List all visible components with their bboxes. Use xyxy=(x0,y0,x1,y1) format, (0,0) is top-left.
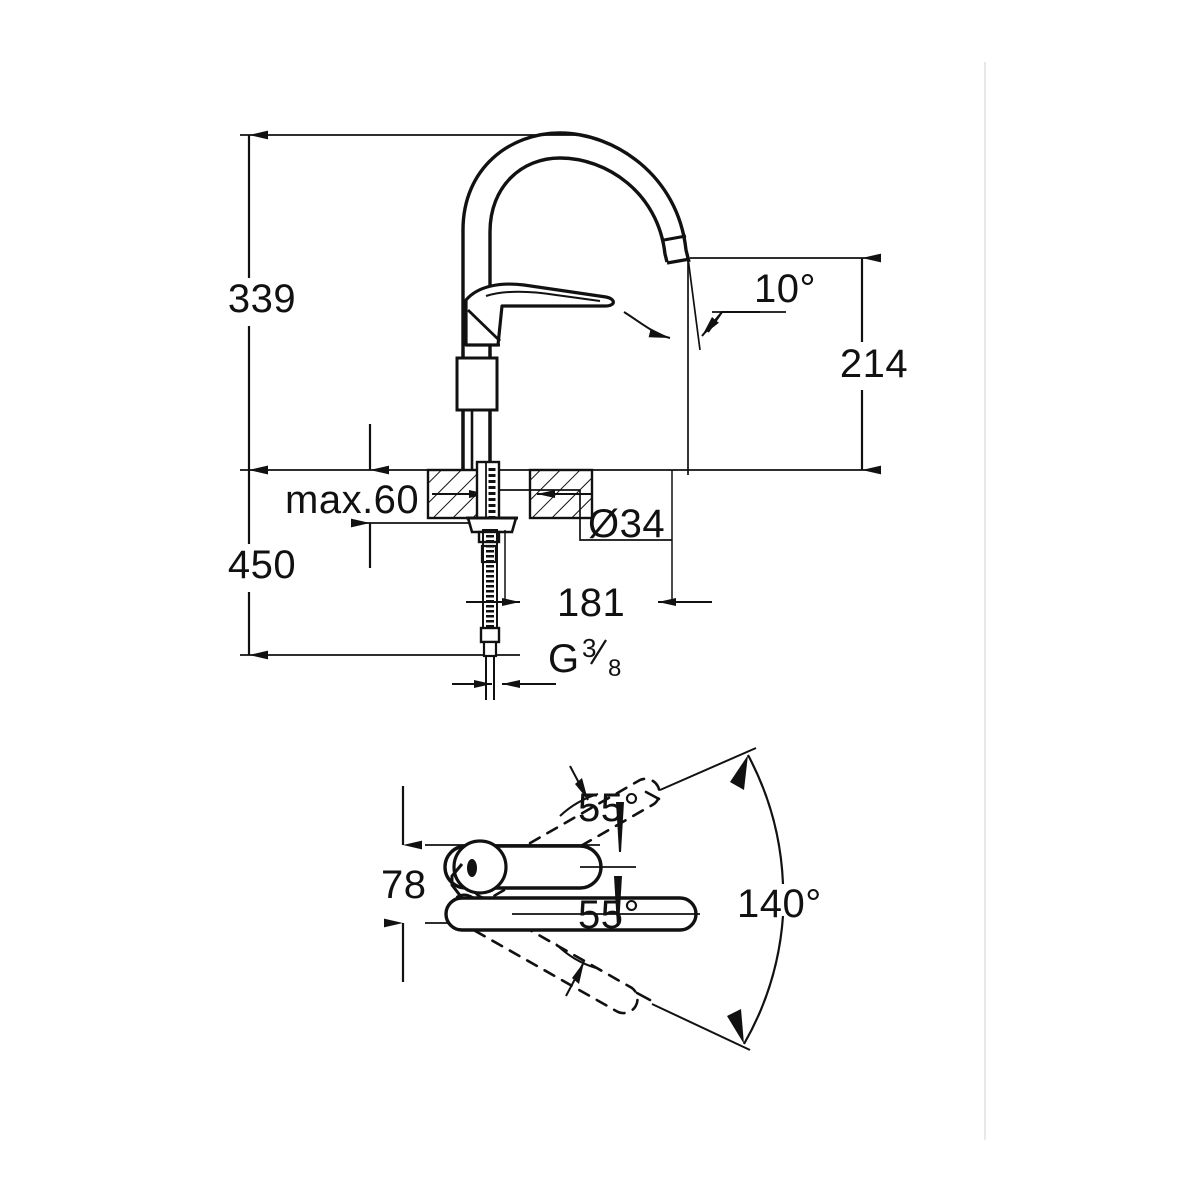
dim-label-55-lower: 55° xyxy=(578,893,640,937)
dim-label-thread-denominator: 8 xyxy=(608,655,621,682)
faucet-lever-handle xyxy=(464,282,615,347)
side-elevation-view: 339 450 max.60 xyxy=(212,130,928,700)
dim-label-max60: max.60 xyxy=(285,478,419,522)
dimension-hose-length: 450 xyxy=(212,465,312,660)
dimension-total-height: 339 xyxy=(212,130,312,475)
dim-label-d34: Ø34 xyxy=(588,502,665,546)
dimension-outlet-angle: 10° xyxy=(623,257,816,475)
dimension-swivel-upper: 55° xyxy=(559,765,640,852)
dim-label-thread-numerator: 3 xyxy=(582,633,596,663)
dimension-spout-reach: 181 xyxy=(466,470,712,625)
dimension-mounting-hole: Ø34 xyxy=(500,489,672,546)
dimension-spout-height: 214 xyxy=(824,253,928,475)
dimension-thread-size: G 3 8 xyxy=(452,633,621,688)
dim-label-140deg: 140° xyxy=(737,882,822,926)
extension-lines xyxy=(240,134,880,656)
dim-label-55-upper: 55° xyxy=(578,786,640,830)
dim-label-181: 181 xyxy=(557,581,625,625)
dim-label-78: 78 xyxy=(381,863,427,907)
countertop-section xyxy=(426,468,594,520)
dim-label-214: 214 xyxy=(840,342,908,386)
dim-label-10deg: 10° xyxy=(754,267,816,311)
dimension-swivel-lower: 55° xyxy=(555,876,640,997)
dimension-swivel-total: 140° xyxy=(651,747,822,1051)
dim-label-450: 450 xyxy=(228,543,296,587)
dim-label-339: 339 xyxy=(228,277,296,321)
dim-label-thread-letter: G xyxy=(548,637,580,681)
faucet-body-plan xyxy=(443,839,603,899)
plan-center-axis xyxy=(512,866,700,915)
faucet-body xyxy=(455,131,691,470)
top-plan-view: 78 xyxy=(381,747,822,1051)
supply-hose xyxy=(479,529,501,700)
